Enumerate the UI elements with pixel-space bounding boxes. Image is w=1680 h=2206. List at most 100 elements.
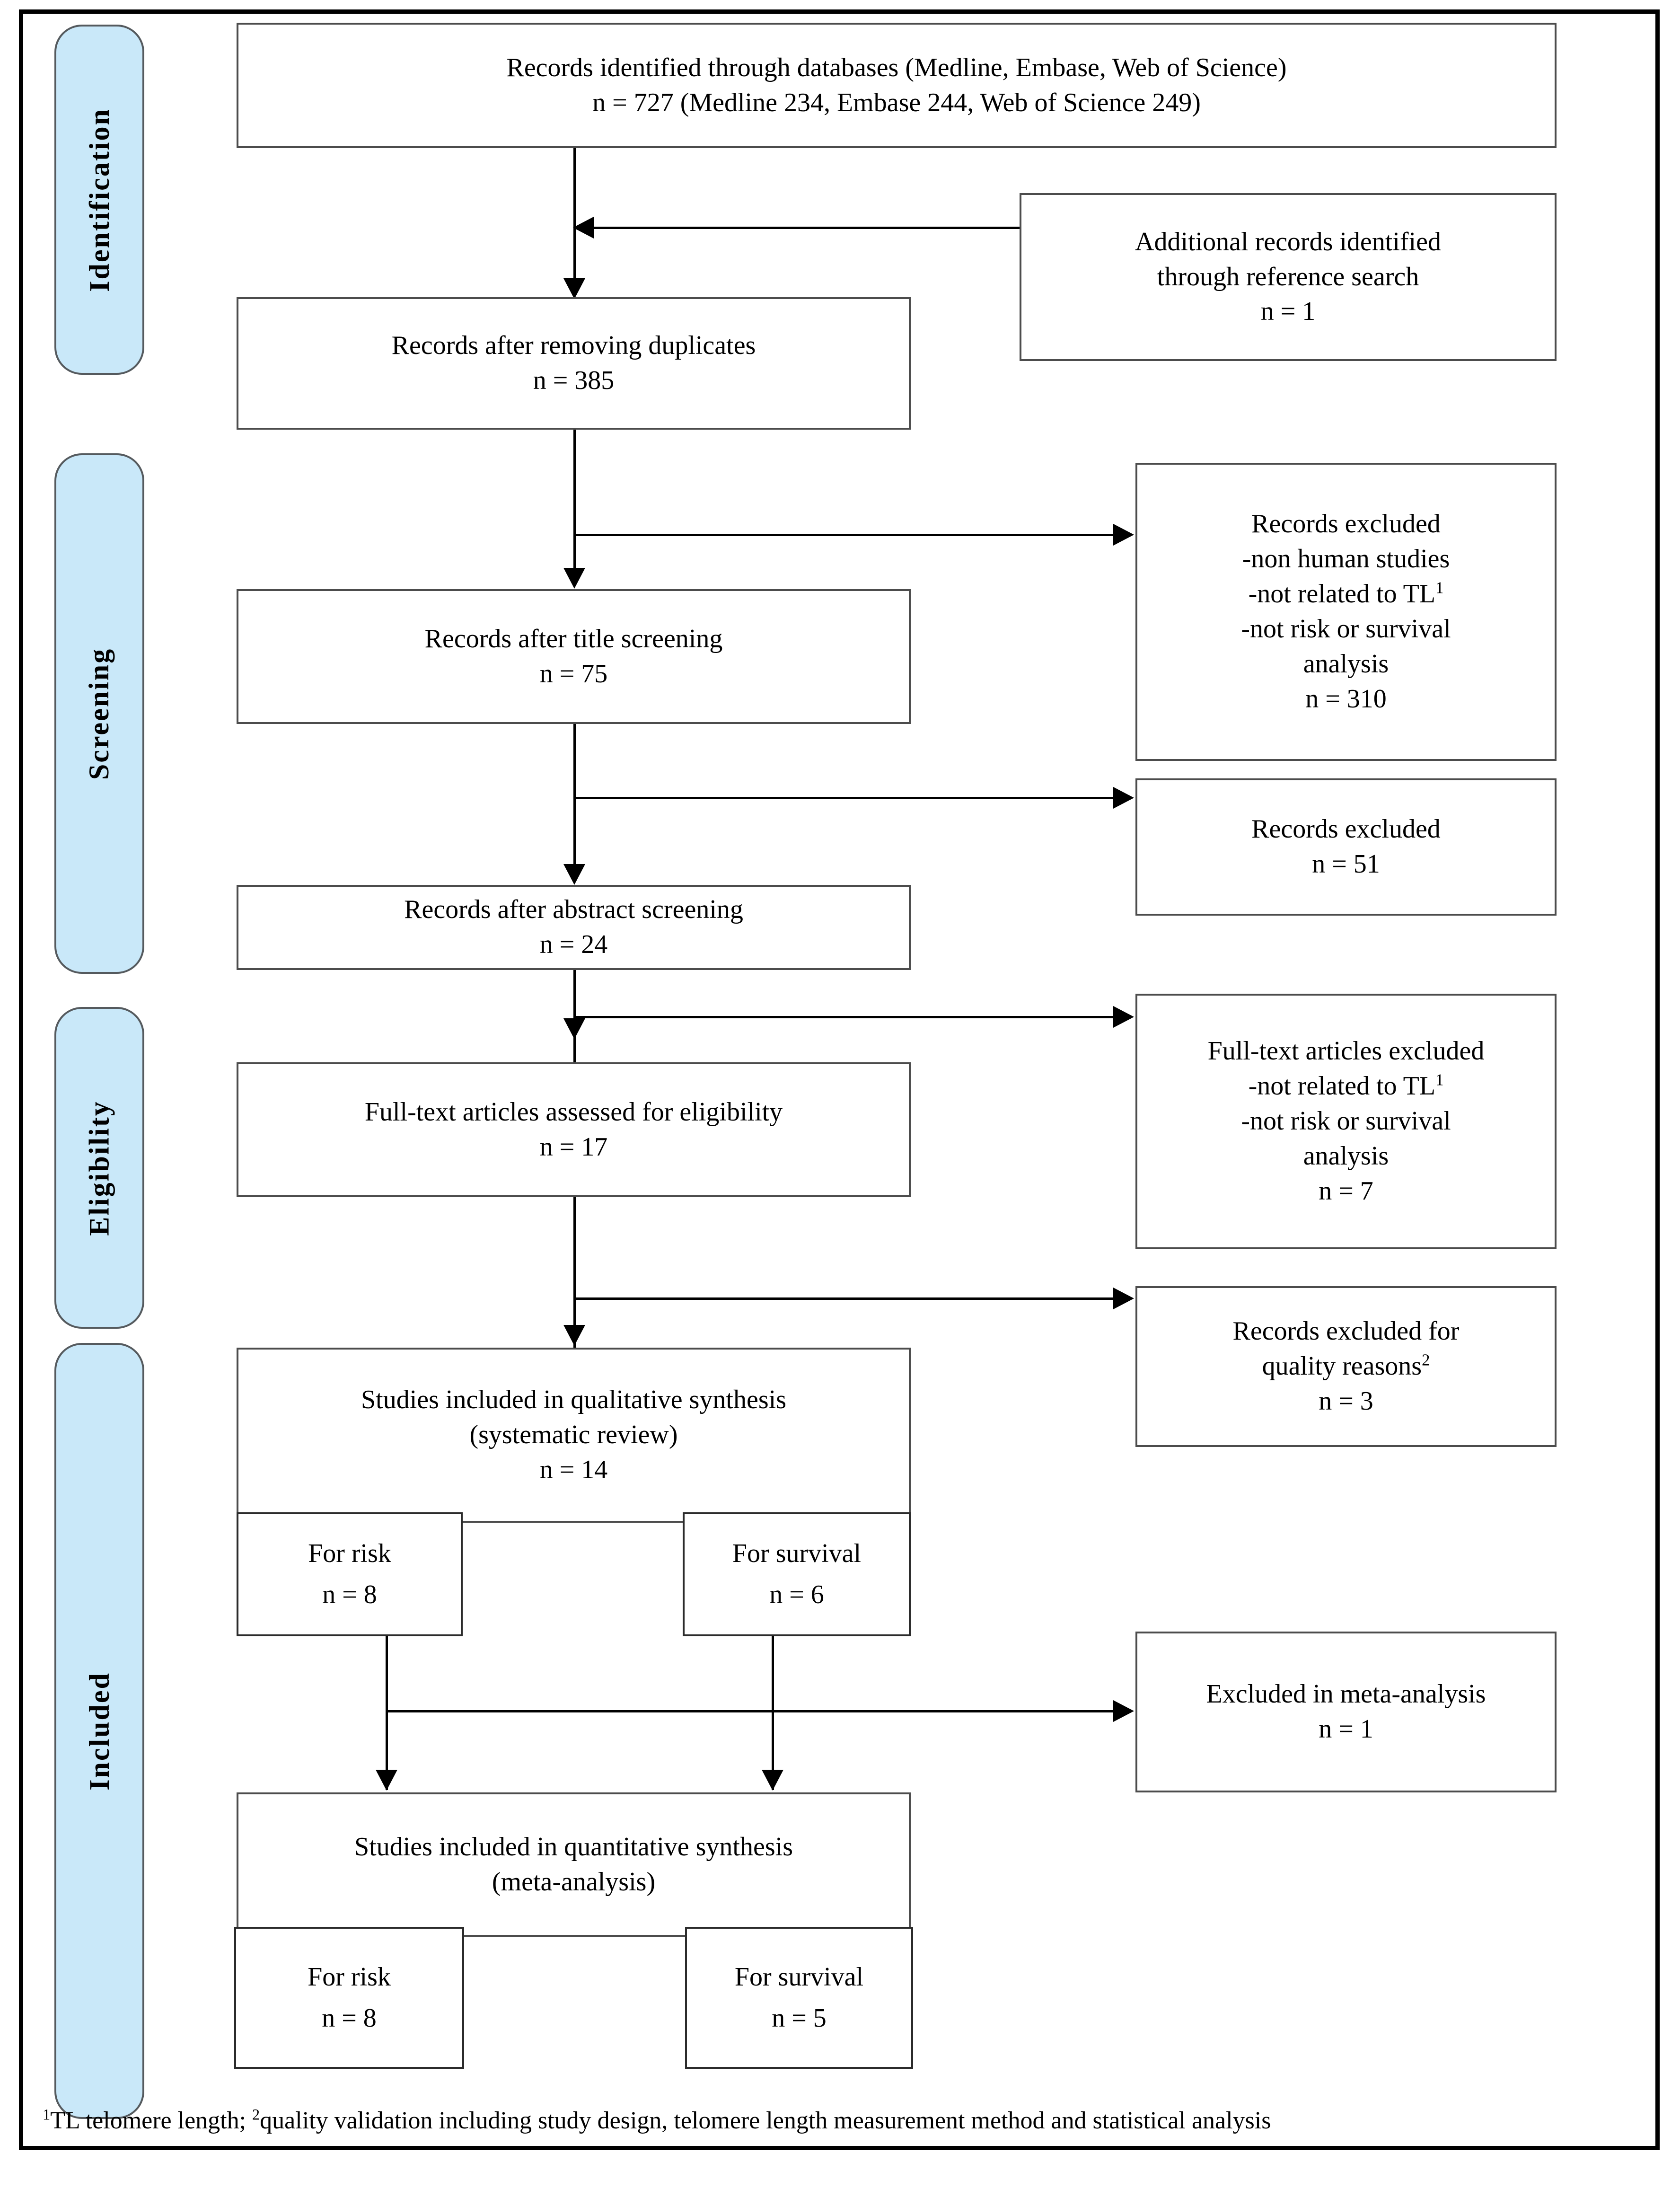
phase-tab-eligibility: Eligibility xyxy=(54,1007,144,1329)
fulltext-assessed-line1: Full-text articles assessed for eligibil… xyxy=(364,1097,783,1127)
box-fulltext-excluded: Full-text articles excluded -not related… xyxy=(1135,994,1557,1249)
box-quantitative-for-risk: For risk n = 8 xyxy=(234,1927,464,2069)
excluded-title-line3-text: -not related to TL xyxy=(1248,579,1436,609)
connector-fulltext-to-qualitative xyxy=(573,1197,576,1358)
records-identified-line1: Records identified through databases (Me… xyxy=(506,53,1287,82)
connector-title-to-abstract xyxy=(573,724,576,880)
connector-abstract-to-fulltext xyxy=(573,970,576,1126)
fulltext-excluded-line5: n = 7 xyxy=(1319,1176,1373,1206)
connector-additional-to-trunk xyxy=(594,227,1020,229)
excluded-quality-line1: Records excluded for xyxy=(1232,1316,1460,1346)
qual-survival-line1: For survival xyxy=(732,1539,862,1569)
box-quantitative-for-survival: For survival n = 5 xyxy=(685,1927,913,2069)
fulltext-excluded-line4: analysis xyxy=(1303,1141,1389,1171)
box-after-duplicates: Records after removing duplicates n = 38… xyxy=(237,297,911,430)
box-additional-records: Additional records identified through re… xyxy=(1020,193,1557,361)
phase-label-identification: Identification xyxy=(83,107,115,292)
quant-risk-line2: n = 8 xyxy=(322,2003,377,2033)
connector-qualsurvival-to-quant xyxy=(772,1636,774,1790)
box-qualitative-for-risk: For risk n = 8 xyxy=(237,1512,463,1636)
qualitative-line1: Studies included in qualitative synthesi… xyxy=(361,1385,786,1415)
excluded-quality-line3: n = 3 xyxy=(1319,1386,1373,1416)
arrow-fulltext-to-qualitative xyxy=(563,1325,585,1346)
quant-risk-line1: For risk xyxy=(308,1962,391,1992)
connector-qualitative-to-excluded-quality xyxy=(573,1297,1115,1300)
additional-records-line2: through reference search xyxy=(1157,262,1419,291)
fulltext-excluded-line2: -not related to TL1 xyxy=(1249,1069,1444,1104)
box-records-identified: Records identified through databases (Me… xyxy=(237,23,1557,148)
fulltext-excluded-line2-superscript: 1 xyxy=(1435,1070,1444,1089)
footnote-superscript-1: 1 xyxy=(43,2106,51,2123)
connector-qualrisk-to-quant xyxy=(386,1636,388,1790)
excluded-title-line6: n = 310 xyxy=(1305,684,1387,714)
connector-to-excluded-meta xyxy=(386,1710,1117,1712)
box-after-abstract-screening: Records after abstract screening n = 24 xyxy=(237,885,911,970)
after-abstract-line2: n = 24 xyxy=(539,930,608,959)
phase-tab-identification: Identification xyxy=(54,25,144,375)
connector-title-to-excluded310 xyxy=(573,534,1115,536)
qualitative-line3: n = 14 xyxy=(539,1455,608,1484)
excluded-quality-line2-superscript: 2 xyxy=(1422,1350,1430,1369)
connector-duplicates-to-title xyxy=(573,430,576,581)
box-fulltext-assessed: Full-text articles assessed for eligibil… xyxy=(237,1062,911,1197)
excluded-title-line5: analysis xyxy=(1303,649,1389,679)
excluded-title-line3-superscript: 1 xyxy=(1435,578,1444,597)
footnote-text-2: quality validation including study desig… xyxy=(260,2107,1271,2134)
fulltext-excluded-line1: Full-text articles excluded xyxy=(1207,1036,1485,1066)
additional-records-line3: n = 1 xyxy=(1260,297,1316,326)
box-qualitative-synthesis: Studies included in qualitative synthesi… xyxy=(237,1348,911,1523)
phase-label-eligibility: Eligibility xyxy=(83,1100,115,1236)
footnote-text-1: TL telomere length; xyxy=(50,2107,253,2134)
fulltext-excluded-line2-text: -not related to TL xyxy=(1248,1071,1436,1101)
excluded-abstract-line1: Records excluded xyxy=(1251,814,1441,844)
phase-tab-screening: Screening xyxy=(54,453,144,974)
arrow-abstract-to-fulltext xyxy=(563,1018,585,1039)
excluded-quality-line2-text: quality reasons xyxy=(1262,1351,1422,1381)
arrow-abstract-to-excluded51 xyxy=(1113,787,1134,809)
excluded-meta-line2: n = 1 xyxy=(1319,1714,1373,1744)
excluded-title-line2: -non human studies xyxy=(1242,544,1450,574)
quant-survival-line2: n = 5 xyxy=(772,2003,827,2033)
fulltext-assessed-line2: n = 17 xyxy=(539,1132,608,1162)
after-abstract-line1: Records after abstract screening xyxy=(404,895,743,925)
arrow-qualitative-to-excluded-quality xyxy=(1113,1288,1134,1309)
qual-risk-line1: For risk xyxy=(308,1539,391,1569)
arrow-qualsurvival-to-quant xyxy=(762,1770,783,1791)
excluded-title-line4: -not risk or survival xyxy=(1241,614,1451,644)
after-title-line2: n = 75 xyxy=(539,659,608,688)
box-after-title-screening: Records after title screening n = 75 xyxy=(237,589,911,724)
box-excluded-quality: Records excluded for quality reasons2 n … xyxy=(1135,1286,1557,1447)
connector-fulltext-to-excluded7 xyxy=(573,1016,1115,1018)
after-duplicates-line1: Records after removing duplicates xyxy=(391,331,756,361)
phase-tab-included: Included xyxy=(54,1343,144,2119)
qualitative-line2: (systematic review) xyxy=(469,1420,678,1450)
footnote: 1TL telomere length; 2quality validation… xyxy=(43,2107,1271,2135)
box-excluded-meta-analysis: Excluded in meta-analysis n = 1 xyxy=(1135,1632,1557,1792)
additional-records-line1: Additional records identified xyxy=(1135,227,1441,256)
box-qualitative-for-survival: For survival n = 6 xyxy=(683,1512,911,1636)
arrow-qualrisk-to-quant xyxy=(376,1770,397,1791)
after-duplicates-line2: n = 385 xyxy=(533,366,615,395)
excluded-abstract-line2: n = 51 xyxy=(1312,849,1380,879)
qual-survival-line2: n = 6 xyxy=(769,1580,824,1609)
quant-survival-line1: For survival xyxy=(734,1962,864,1992)
box-excluded-title-screening: Records excluded -non human studies -not… xyxy=(1135,463,1557,761)
qual-risk-line2: n = 8 xyxy=(322,1580,377,1609)
excluded-title-line3: -not related to TL1 xyxy=(1249,577,1444,612)
after-title-line1: Records after title screening xyxy=(424,624,723,653)
phase-label-screening: Screening xyxy=(83,647,115,780)
arrow-title-to-excluded310 xyxy=(1113,524,1134,546)
figure-border xyxy=(19,9,1660,2150)
phase-label-included: Included xyxy=(83,1671,115,1791)
excluded-quality-line2: quality reasons2 xyxy=(1262,1349,1430,1384)
arrow-fulltext-to-excluded7 xyxy=(1113,1006,1134,1028)
arrow-to-excluded-meta xyxy=(1113,1700,1134,1722)
arrow-additional-to-trunk xyxy=(573,217,594,238)
arrow-duplicates-to-title xyxy=(563,568,585,589)
arrow-identified-to-duplicates xyxy=(563,278,585,299)
excluded-meta-line1: Excluded in meta-analysis xyxy=(1206,1679,1486,1709)
records-identified-line2: n = 727 (Medline 234, Embase 244, Web of… xyxy=(592,88,1201,117)
quantitative-line2: (meta-analysis) xyxy=(492,1867,656,1897)
box-quantitative-synthesis: Studies included in quantitative synthes… xyxy=(237,1792,911,1937)
